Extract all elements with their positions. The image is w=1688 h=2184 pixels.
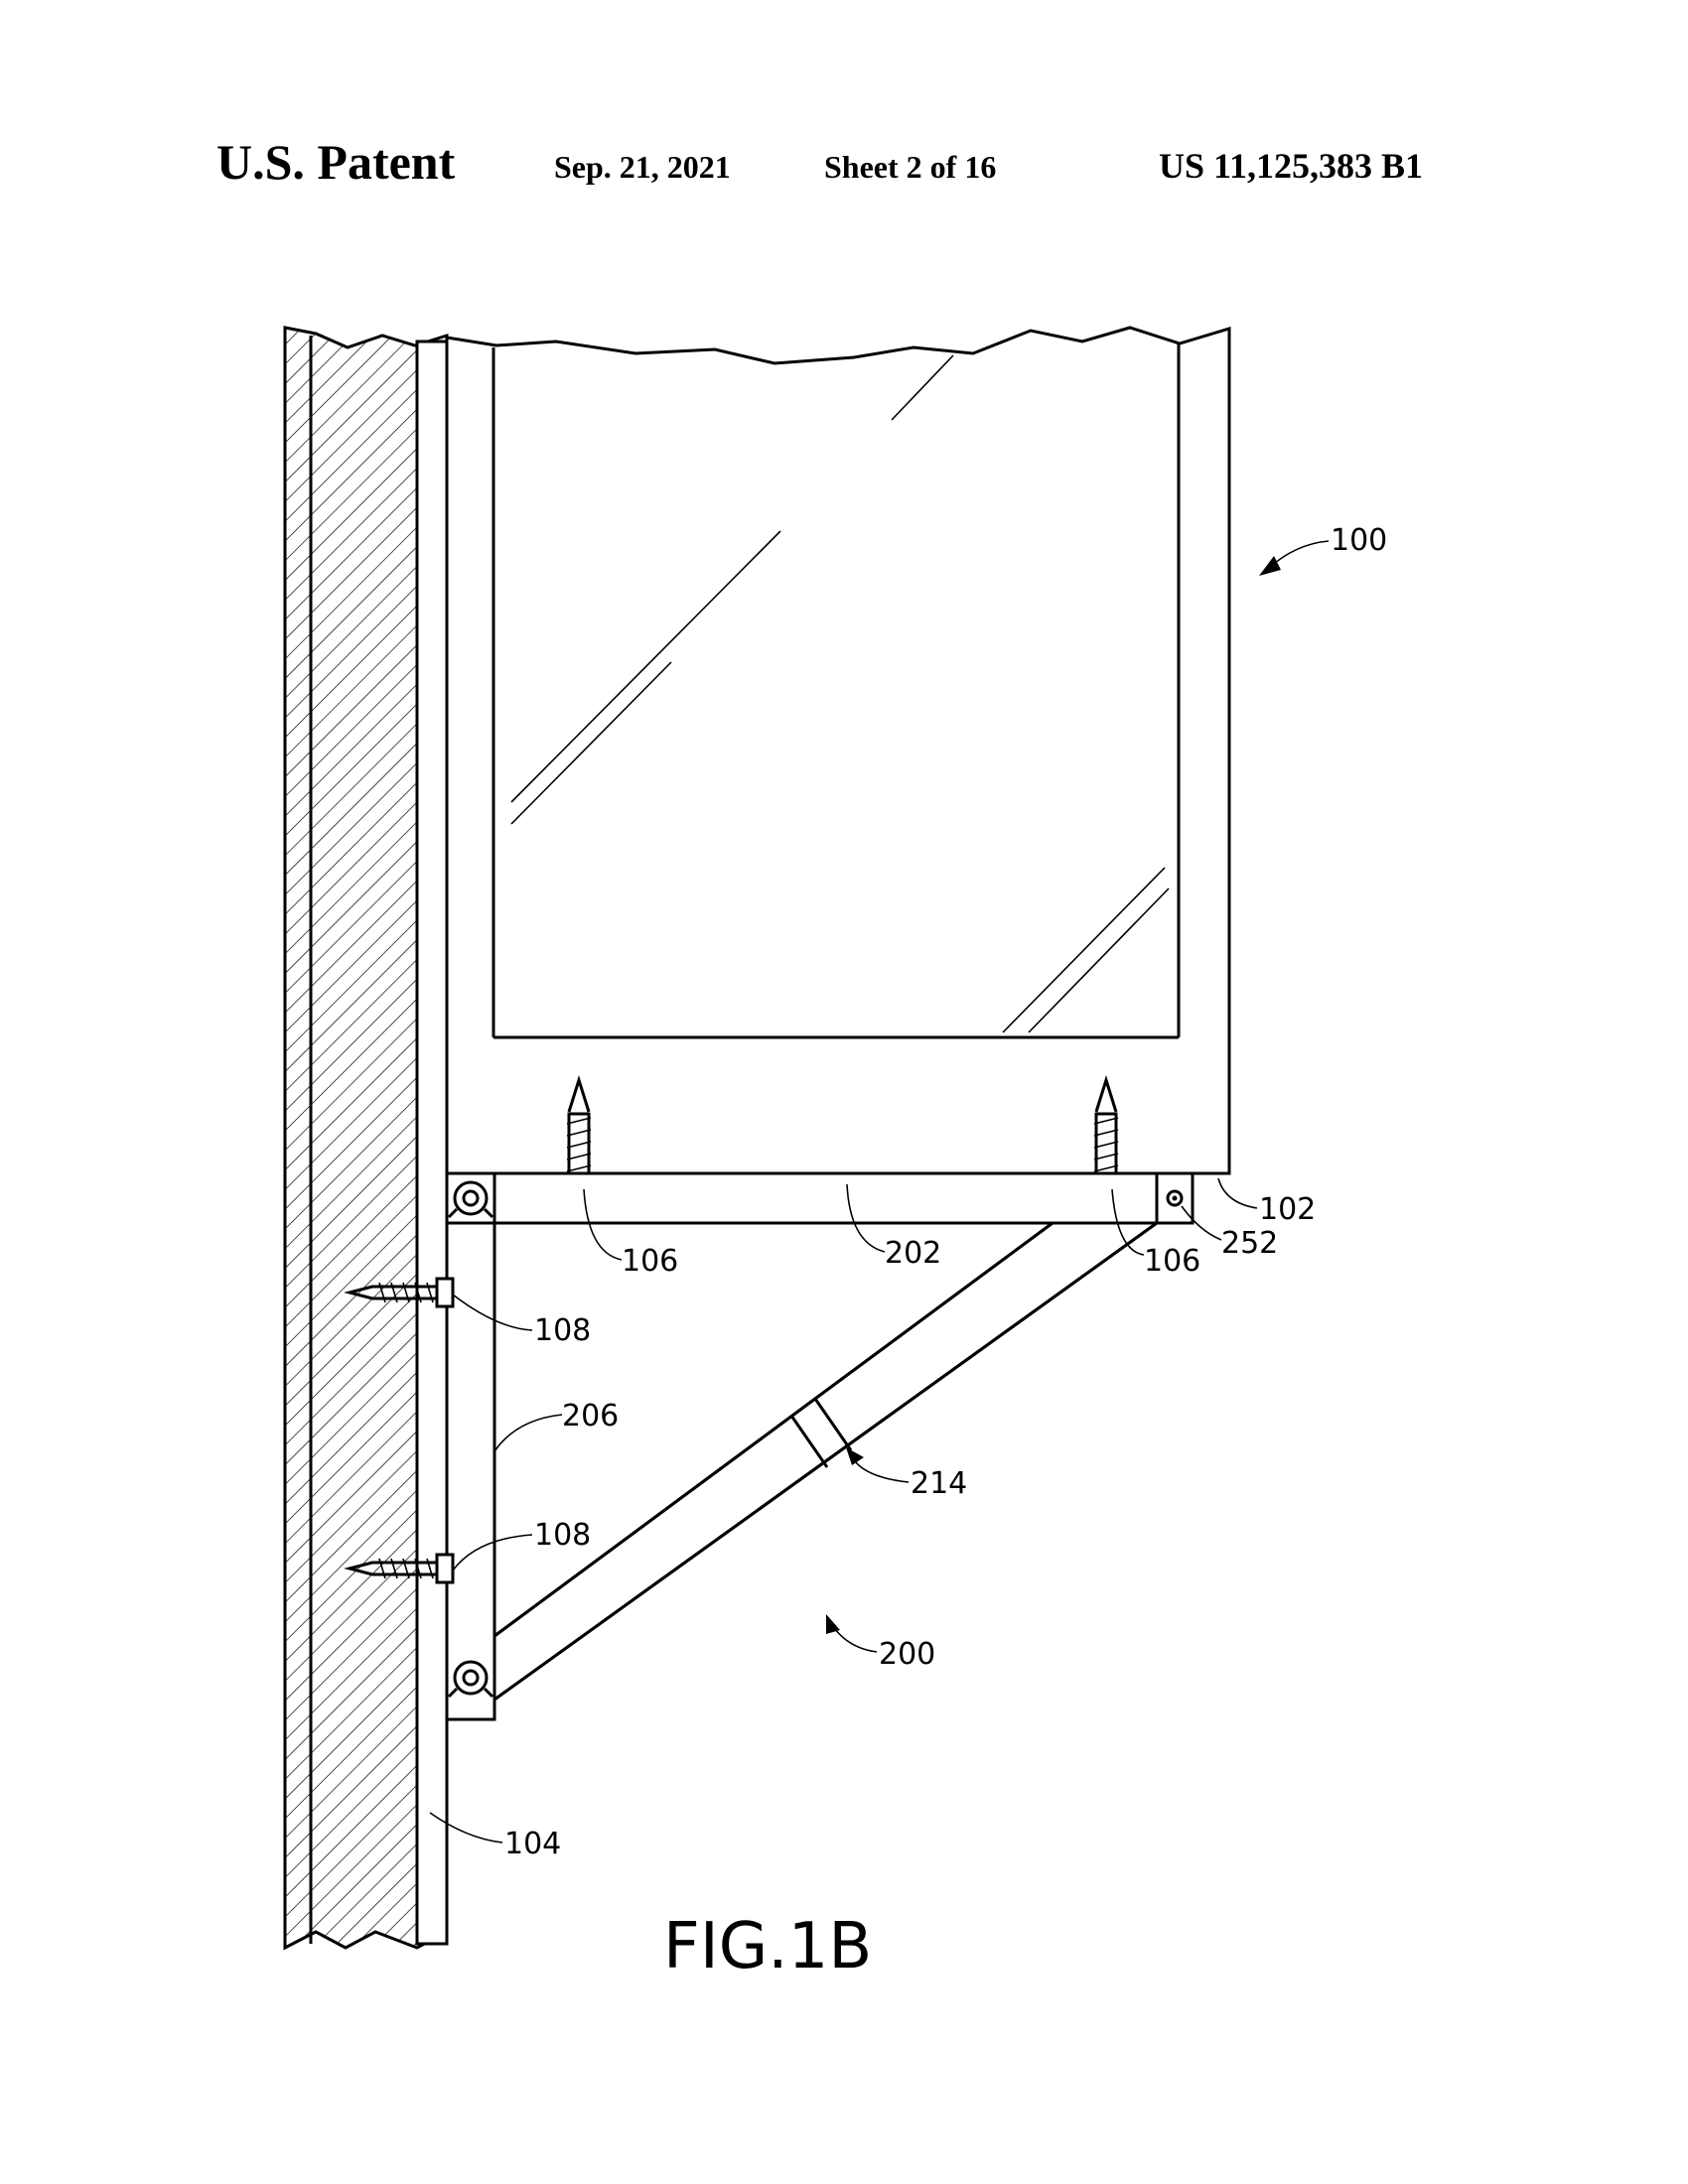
label-106-right: 106 (1144, 1244, 1200, 1279)
wall (283, 326, 449, 1951)
label-102: 102 (1259, 1192, 1316, 1227)
glass-reflections (510, 354, 1170, 1033)
patent-number: US 11,125,383 B1 (1159, 146, 1424, 186)
label-206: 206 (562, 1399, 619, 1433)
label-108-upper: 108 (534, 1313, 591, 1348)
label-252: 252 (1221, 1226, 1278, 1261)
leader-lines (429, 540, 1330, 1843)
top-arm (445, 1171, 1194, 1225)
sheet-number: Sheet 2 of 16 (824, 149, 997, 185)
figure-caption: FIG.1B (663, 1910, 872, 1983)
label-108-lower: 108 (534, 1518, 591, 1553)
patent-date: Sep. 21, 2021 (554, 149, 731, 185)
vertical-arm (445, 1221, 496, 1721)
patent-header: U.S. Patent Sep. 21, 2021 Sheet 2 of 16 … (0, 0, 1688, 218)
pivot-pin (1166, 1189, 1184, 1207)
label-214: 214 (911, 1466, 967, 1501)
label-104: 104 (504, 1827, 561, 1861)
pivot-block (1155, 1171, 1195, 1225)
bracket (445, 1171, 1195, 1721)
brace-joint-line-1 (813, 1398, 853, 1451)
wall-screws (344, 1277, 455, 1584)
hinge-bottom (447, 1660, 494, 1699)
label-200: 200 (879, 1637, 935, 1672)
wall-screw-lower (344, 1553, 455, 1584)
reference-labels: 100 102 252 106 106 202 108 108 206 214 … (504, 523, 1387, 1861)
label-202: 202 (885, 1236, 941, 1271)
brace-joint-line-2 (789, 1415, 829, 1468)
patent-title: U.S. Patent (216, 134, 456, 190)
window-frame (445, 326, 1231, 1175)
label-100: 100 (1331, 523, 1387, 558)
wall-screw-upper (344, 1277, 455, 1308)
label-106-left: 106 (622, 1244, 678, 1279)
hinge-top (447, 1180, 494, 1219)
